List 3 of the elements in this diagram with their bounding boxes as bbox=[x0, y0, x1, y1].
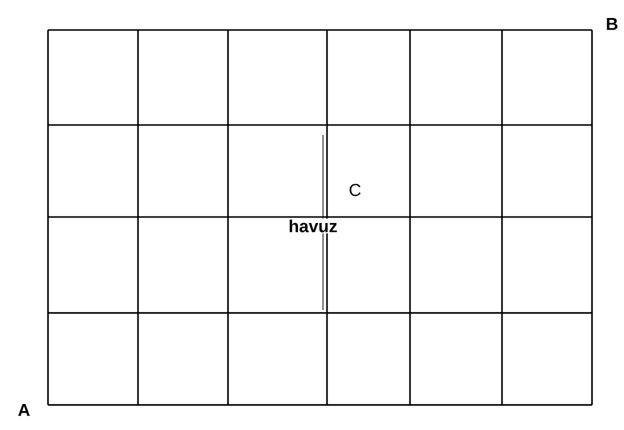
point-label: havuz bbox=[288, 218, 338, 234]
point-label: B bbox=[604, 17, 620, 31]
point-label: A bbox=[16, 403, 32, 417]
